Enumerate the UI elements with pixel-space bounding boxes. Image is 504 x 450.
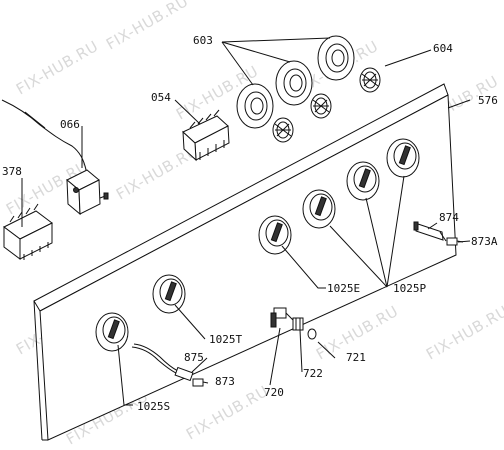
knob-1025E-2 — [302, 189, 336, 229]
switch-378 — [3, 203, 53, 260]
knob-1025E-1 — [258, 215, 292, 255]
thermostat-066 — [1, 99, 109, 216]
label-874: 874 — [439, 211, 459, 224]
label-603: 603 — [193, 34, 213, 47]
label-054: 054 — [151, 91, 171, 104]
bracket-874 — [413, 221, 447, 242]
spring-604 — [359, 67, 381, 93]
label-873A: 873A — [471, 235, 498, 248]
watermark: FIX-HUB.RU — [183, 382, 271, 443]
bezel — [317, 35, 355, 81]
label-066: 066 — [60, 118, 80, 131]
label-378: 378 — [2, 165, 22, 178]
label-875: 875 — [184, 351, 204, 364]
control-panel-576 — [33, 83, 457, 441]
knob-1025S — [95, 312, 129, 352]
label-1025E: 1025E — [327, 282, 360, 295]
nut-722 — [292, 317, 304, 331]
label-722: 722 — [303, 367, 323, 380]
label-720: 720 — [264, 386, 284, 399]
label-576: 576 — [478, 94, 498, 107]
bezel — [275, 60, 313, 106]
part-labels: 603 604 576 054 066 378 874 873A 1025E 1… — [2, 34, 498, 413]
bezels-603 — [236, 35, 355, 129]
switch-054 — [182, 109, 230, 162]
igniter-875 — [131, 343, 194, 382]
knobs — [95, 138, 420, 352]
label-1025T: 1025T — [209, 333, 242, 346]
label-1025S: 1025S — [137, 400, 170, 413]
label-604: 604 — [433, 42, 453, 55]
knob-1025P-1 — [346, 161, 380, 201]
springs — [272, 67, 381, 143]
leader-lines — [21, 37, 471, 406]
label-873: 873 — [215, 375, 235, 388]
screw-873 — [192, 378, 209, 387]
watermark: FIX-HUB.RU — [423, 302, 504, 363]
watermark: FIX-HUB.RU — [103, 0, 191, 53]
spring — [310, 93, 332, 119]
label-721: 721 — [346, 351, 366, 364]
bezel — [236, 83, 274, 129]
knob-1025P-2 — [386, 138, 420, 178]
valve-720 — [270, 307, 294, 328]
ring-721 — [307, 328, 317, 340]
watermark: FIX-HUB.RU — [13, 37, 101, 98]
spring — [272, 117, 294, 143]
knob-1025T — [152, 274, 186, 314]
label-1025P: 1025P — [393, 282, 426, 295]
